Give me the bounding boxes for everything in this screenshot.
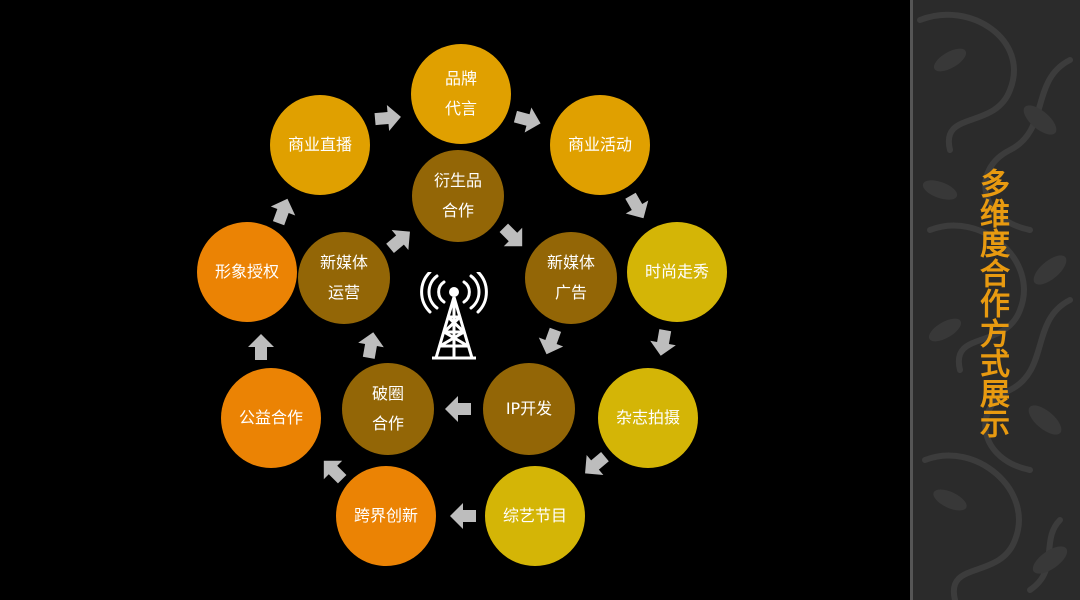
arrow-icon bbox=[374, 105, 401, 131]
node-label: 杂志拍摄 bbox=[615, 408, 680, 427]
node-commercial-activity: 商业活动 bbox=[550, 95, 650, 195]
arrow-icon bbox=[248, 334, 274, 360]
node-label: 新媒体 运营 bbox=[319, 253, 368, 302]
node-breakout-cooperation: 破圈 合作 bbox=[342, 363, 434, 455]
node-label: 商业活动 bbox=[567, 135, 632, 154]
arrow-icon bbox=[499, 223, 523, 247]
node-label: 综艺节目 bbox=[502, 506, 567, 525]
arrow-icon bbox=[358, 332, 384, 359]
arrow-icon bbox=[650, 329, 676, 356]
node-label: IP开发 bbox=[505, 399, 553, 418]
arrow-icon bbox=[323, 460, 347, 484]
arrow-icon bbox=[625, 192, 649, 219]
diagram-canvas: 品牌 代言 商业活动 时尚走秀 杂志拍摄 综艺节目 跨界创新 公益合作 形象授权… bbox=[197, 44, 727, 566]
side-title: 多维度合作方式展示 bbox=[974, 168, 1009, 438]
node-label: 品牌 代言 bbox=[444, 69, 477, 118]
arrow-icon bbox=[538, 327, 564, 355]
signal-tower-icon bbox=[420, 272, 488, 360]
node-new-media-operation: 新媒体 运营 bbox=[298, 232, 390, 324]
node-image-license: 形象授权 bbox=[197, 222, 297, 322]
node-label: 时尚走秀 bbox=[644, 262, 709, 281]
damask-pattern bbox=[917, 11, 1073, 600]
side-panel bbox=[910, 0, 1080, 600]
node-ip-development: IP开发 bbox=[483, 363, 575, 455]
node-label: 形象授权 bbox=[214, 262, 279, 281]
arrow-icon bbox=[450, 503, 476, 529]
node-label: 破圈 合作 bbox=[371, 384, 404, 433]
node-crossover-innovation: 跨界创新 bbox=[336, 466, 436, 566]
node-fashion-show: 时尚走秀 bbox=[627, 222, 727, 322]
node-magazine-shoot: 杂志拍摄 bbox=[598, 368, 698, 468]
node-label: 跨界创新 bbox=[353, 506, 418, 525]
node-label: 衍生品 合作 bbox=[433, 171, 482, 220]
arrow-icon bbox=[270, 198, 296, 226]
arrow-icon bbox=[386, 230, 410, 253]
node-label: 新媒体 广告 bbox=[546, 253, 595, 302]
node-derivative-products: 衍生品 合作 bbox=[412, 150, 504, 242]
node-label: 商业直播 bbox=[287, 135, 352, 154]
arrow-icon bbox=[585, 452, 609, 475]
node-label: 公益合作 bbox=[238, 408, 303, 427]
node-commercial-live: 商业直播 bbox=[270, 95, 370, 195]
node-variety-show: 综艺节目 bbox=[485, 466, 585, 566]
node-new-media-ads: 新媒体 广告 bbox=[525, 232, 617, 324]
side-panel-divider bbox=[910, 0, 913, 600]
arrow-icon bbox=[513, 107, 541, 133]
node-brand-endorsement: 品牌 代言 bbox=[411, 44, 511, 144]
arrow-icon bbox=[445, 396, 471, 422]
node-public-welfare: 公益合作 bbox=[221, 368, 321, 468]
